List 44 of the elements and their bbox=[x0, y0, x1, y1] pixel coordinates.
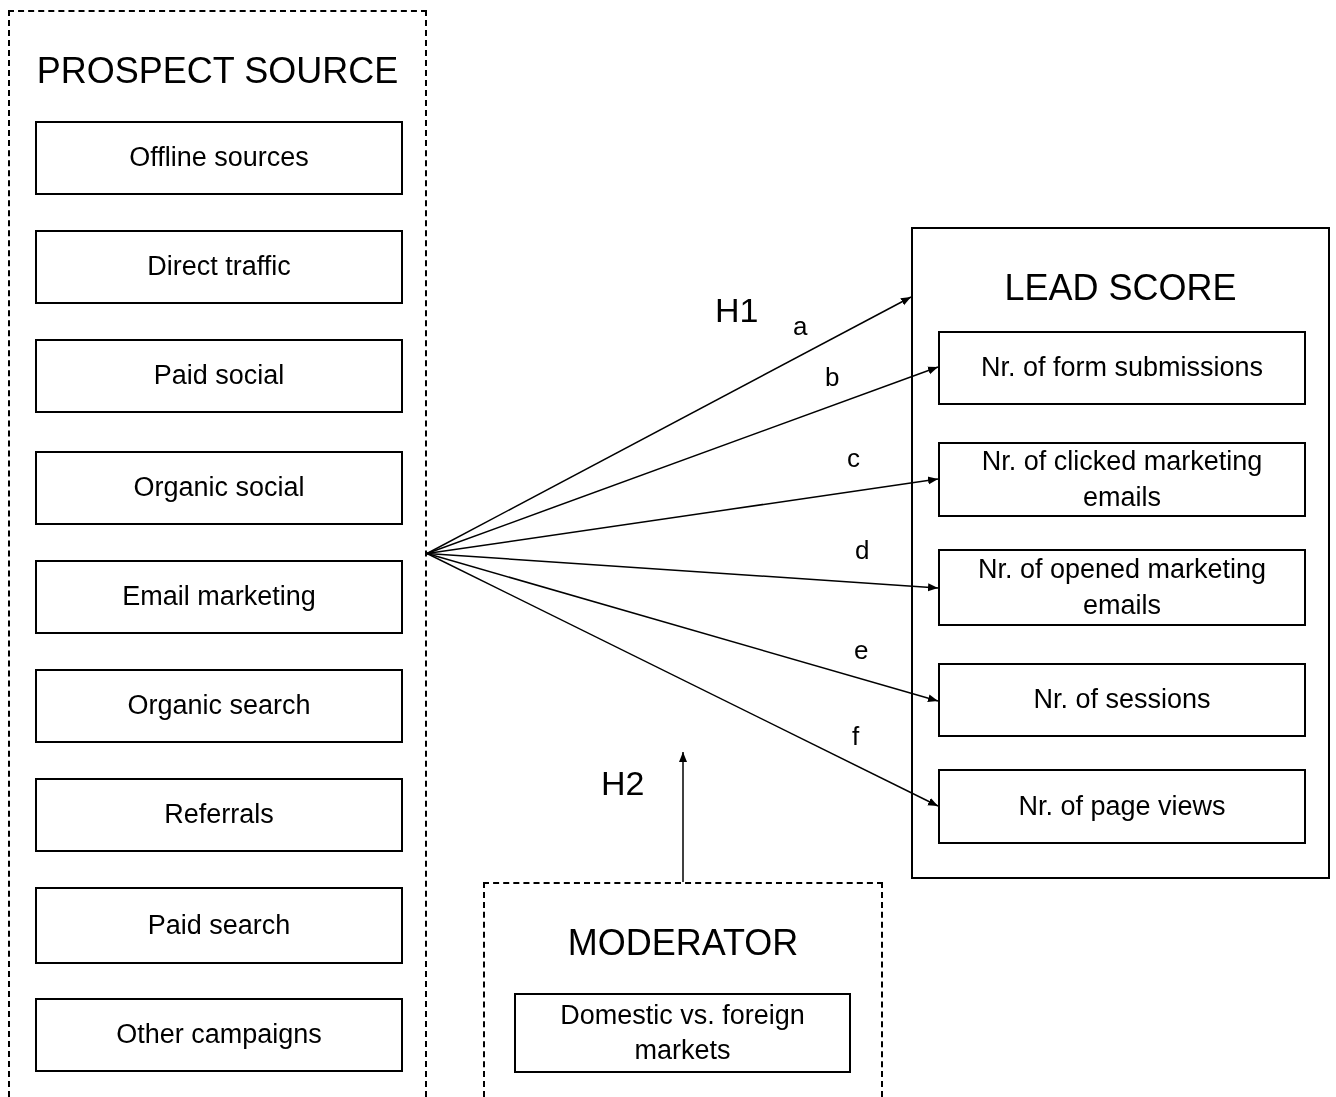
box-label: Offline sources bbox=[129, 141, 309, 175]
group-title: LEAD SCORE bbox=[1004, 267, 1237, 309]
box-label: Nr. of form submissions bbox=[980, 351, 1264, 385]
arrow bbox=[426, 552, 939, 703]
category-box bbox=[938, 769, 1306, 844]
box-label: Nr. of clicked marketing emails bbox=[980, 445, 1264, 514]
box-label: Nr. of opened marketing emails bbox=[976, 553, 1268, 622]
group-title: PROSPECT SOURCE bbox=[36, 50, 399, 92]
category-box bbox=[35, 451, 403, 525]
box-label: Nr. of sessions bbox=[1033, 683, 1211, 717]
box-label: Domestic vs. foreign markets bbox=[559, 998, 806, 1067]
category-box bbox=[514, 993, 851, 1073]
category-box bbox=[938, 663, 1306, 737]
box-label: Other campaigns bbox=[116, 1018, 322, 1052]
arrow bbox=[426, 366, 939, 555]
category-box bbox=[35, 339, 403, 413]
box-label: Organic search bbox=[127, 689, 311, 723]
box-label: Paid search bbox=[147, 908, 291, 942]
hypothesis-label: H1 bbox=[715, 293, 759, 327]
category-box bbox=[35, 121, 403, 195]
box-label: Email marketing bbox=[122, 580, 316, 614]
box-label: Nr. of page views bbox=[1018, 789, 1226, 823]
hypothesis-label: H2 bbox=[601, 766, 645, 800]
group-panel bbox=[483, 882, 883, 1097]
group-panel bbox=[911, 227, 1330, 879]
box-label: Paid social bbox=[153, 359, 285, 393]
box-label: Organic social bbox=[133, 471, 305, 505]
category-box bbox=[35, 669, 403, 743]
arrow bbox=[426, 296, 912, 555]
category-box bbox=[938, 442, 1306, 517]
category-box bbox=[35, 230, 403, 304]
category-box bbox=[938, 331, 1306, 405]
arrow bbox=[426, 552, 939, 807]
category-box bbox=[938, 549, 1306, 626]
group-title: MODERATOR bbox=[567, 922, 799, 964]
arrow bbox=[679, 751, 687, 883]
category-box bbox=[35, 560, 403, 634]
arrow bbox=[426, 476, 939, 555]
category-box bbox=[35, 998, 403, 1072]
box-label: Direct traffic bbox=[147, 250, 291, 284]
box-label: Referrals bbox=[164, 798, 274, 832]
category-box bbox=[35, 778, 403, 852]
category-box bbox=[35, 887, 403, 964]
group-panel bbox=[8, 10, 427, 1097]
